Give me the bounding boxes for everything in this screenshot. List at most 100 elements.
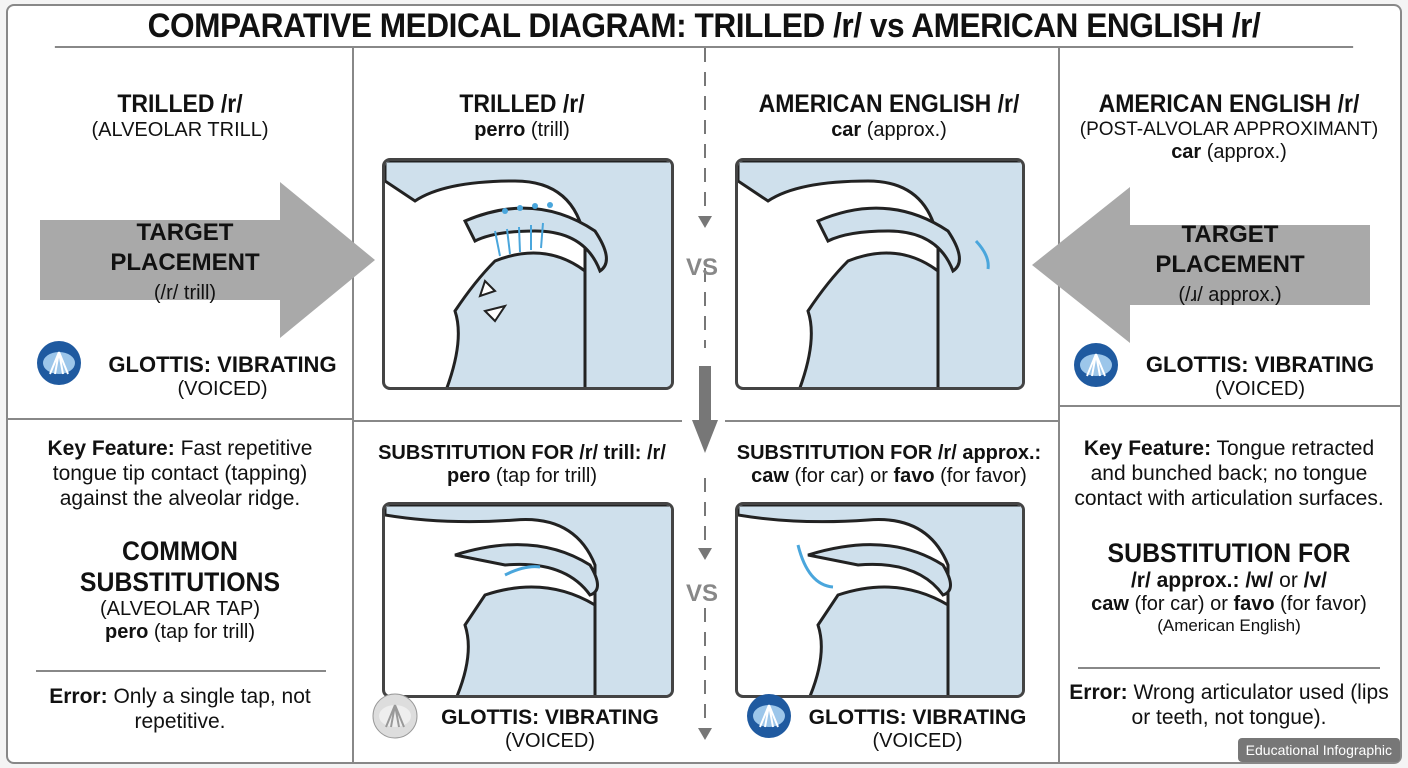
subheading: (ALVEOLAR TRILL) [91, 119, 269, 141]
text: car [1171, 141, 1202, 163]
heading: SUBSTITUTION FOR /r/ approx.: [736, 442, 1042, 464]
vocal-tract-diagram [385, 161, 671, 387]
text: (approx.) [1201, 141, 1287, 163]
text: (/ɹ/ approx.) [1178, 284, 1282, 306]
vocal-tract-diagram [738, 505, 1022, 695]
center-separator-arrows [692, 48, 718, 740]
text: favo [1233, 593, 1275, 615]
text: TARGET [1181, 221, 1279, 248]
text: TARGET [136, 219, 234, 246]
text: SUBSTITUTIONS [79, 567, 281, 597]
text: GLOTTIS: VIBRATING [808, 706, 1027, 729]
glottis-icon [747, 694, 791, 738]
col1-header: TRILLED /r/ (ALVEOLAR TRILL) [8, 90, 352, 142]
error-note: Error: Only a single tap, not repetitive… [30, 684, 330, 734]
text: Tongue retracted and bunched back; no to… [1074, 437, 1384, 510]
text: (tap for trill) [148, 621, 256, 643]
heading: TRILLED /r/ [117, 90, 243, 118]
divider [352, 420, 682, 422]
text: caw [1091, 593, 1129, 615]
heading: AMERICAN ENGLISH /r/ [1098, 90, 1360, 118]
text: car [831, 119, 862, 141]
text: (/r/ trill) [153, 282, 217, 304]
text: /v/ [1303, 569, 1328, 592]
text: (for car) or [1128, 593, 1234, 615]
glottis-status: GLOTTIS: VIBRATING (VOICED) [795, 706, 1040, 753]
vs-label: VS [686, 254, 719, 281]
text: GLOTTIS: VIBRATING [441, 706, 659, 729]
glottis-status: GLOTTIS: VIBRATING (VOICED) [1130, 352, 1390, 401]
col2-header: TRILLED /r/ perro (trill) [352, 90, 692, 142]
text: (for favor) [1274, 593, 1367, 615]
label: Error: [1069, 681, 1128, 704]
divider [36, 670, 326, 672]
glottis-icon [1074, 343, 1118, 387]
vocal-tract-diagram [738, 161, 1022, 387]
text: SUBSTITUTION FOR [1107, 538, 1351, 568]
label: Key Feature: [47, 437, 175, 460]
col2-substitution: SUBSTITUTION FOR /r/ trill: /r/ pero (ta… [352, 442, 692, 488]
glottis-icon [372, 693, 418, 739]
text: (for favor) [934, 465, 1027, 487]
vocal-tract-diagram [385, 505, 671, 695]
text: Only a single tap, not repetitive. [107, 685, 311, 733]
text: (VOICED) [505, 730, 595, 752]
col3-substitution: SUBSTITUTION FOR /r/ approx.: caw (for c… [720, 442, 1058, 488]
substitution-block: SUBSTITUTION FOR /r/ approx.: /w/ or /v/… [1058, 538, 1400, 636]
key-feature: Key Feature: Fast repetitive tongue tip … [20, 436, 340, 511]
heading: AMERICAN ENGLISH /r/ [758, 90, 1020, 118]
text: /r/ approx.: [1130, 569, 1240, 592]
target-placement-label: TARGET PLACEMENT (/r/ trill) [40, 218, 330, 308]
glottis-status: GLOTTIS: VIBRATING (VOICED) [95, 352, 350, 401]
glottis-status: GLOTTIS: VIBRATING (VOICED) [420, 706, 680, 753]
text: PLACEMENT [1155, 251, 1305, 278]
text: Fast repetitive tongue tip contact (tapp… [52, 437, 313, 510]
text: favo [893, 465, 935, 487]
target-arrow-left [1032, 187, 1370, 343]
text: (VOICED) [872, 730, 963, 752]
text: (VOICED) [177, 378, 268, 400]
text: perro [474, 119, 526, 141]
vocal-tract-trill [382, 158, 674, 390]
label: Error: [49, 685, 108, 708]
text: pero [446, 465, 491, 487]
heading: TRILLED /r/ [459, 90, 585, 118]
vocal-tract-labiodental [735, 502, 1025, 698]
heading: SUBSTITUTION FOR /r/ trill: /r/ [378, 442, 666, 464]
text: or [1273, 569, 1304, 592]
target-placement-label: TARGET PLACEMENT (/ɹ/ approx.) [1100, 220, 1360, 310]
label: Key Feature: [1083, 437, 1212, 460]
page-title: COMPARATIVE MEDICAL DIAGRAM: TRILLED /r/… [54, 4, 1354, 48]
footer-tag: Educational Infographic [1237, 738, 1400, 762]
subheading: (POST-ALVOLAR APPROXIMANT) [1079, 119, 1379, 140]
text: (approx.) [861, 119, 947, 141]
text: PLACEMENT [110, 249, 260, 276]
vs-label: VS [686, 580, 719, 607]
vocal-tract-tap [382, 502, 674, 698]
common-substitutions: COMMON SUBSTITUTIONS (ALVEOLAR TAP) pero… [8, 536, 352, 644]
glottis-icon [37, 341, 81, 385]
divider [1078, 667, 1380, 669]
vocal-tract-approximant [735, 158, 1025, 390]
text: caw [751, 465, 789, 487]
text: pero [104, 621, 149, 643]
text: COMMON [122, 536, 238, 566]
divider [1058, 405, 1400, 407]
text: Wrong articulator used (lips or teeth, n… [1127, 681, 1389, 729]
text: /w/ [1239, 569, 1274, 592]
divider [8, 418, 352, 420]
text: (American English) [1157, 616, 1301, 635]
text: (for car) or [788, 465, 894, 487]
divider [352, 48, 354, 762]
text: (tap for trill) [490, 465, 598, 487]
text: GLOTTIS: VIBRATING [108, 352, 337, 377]
key-feature: Key Feature: Tongue retracted and bunche… [1068, 436, 1390, 511]
error-note: Error: Wrong articulator used (lips or t… [1068, 680, 1390, 730]
col4-header: AMERICAN ENGLISH /r/ (POST-ALVOLAR APPRO… [1058, 90, 1400, 164]
col3-header: AMERICAN ENGLISH /r/ car (approx.) [720, 90, 1058, 142]
target-arrow-right [40, 182, 375, 338]
text: (ALVEOLAR TAP) [99, 598, 261, 620]
text: (VOICED) [1215, 378, 1305, 400]
text: (trill) [525, 119, 570, 141]
divider [725, 420, 1058, 422]
